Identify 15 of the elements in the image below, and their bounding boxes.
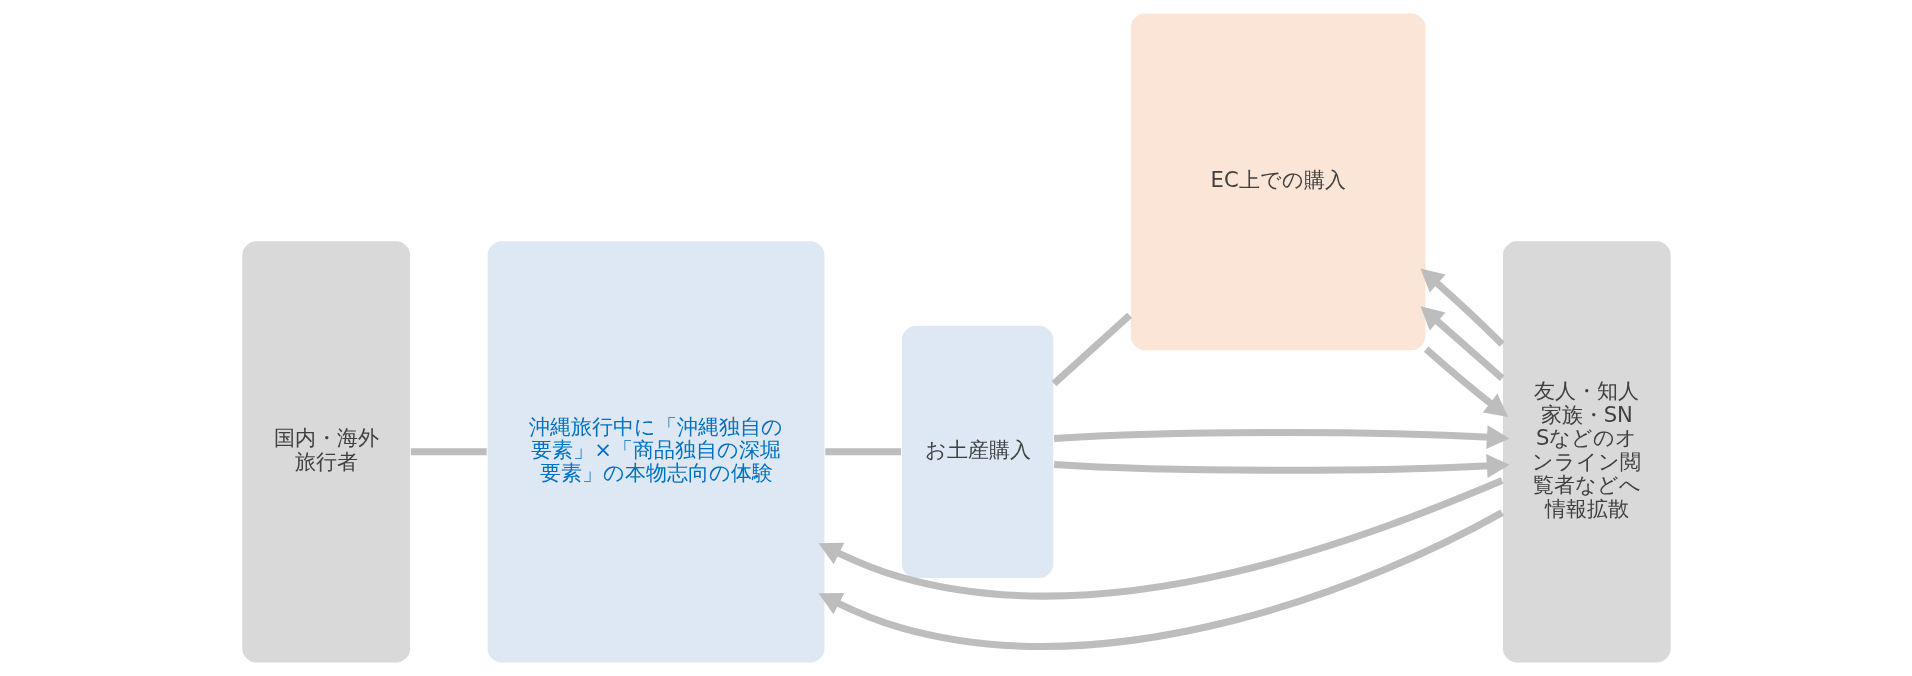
connector — [410, 448, 487, 456]
arrow — [1053, 453, 1510, 478]
arrow — [818, 509, 1504, 650]
arrow — [1423, 346, 1508, 418]
arrow — [818, 477, 1503, 600]
node-box: 友人・知人家族・SNSなどのオンライン閲覧者などへ情報拡散 — [1501, 240, 1672, 664]
arrow — [1420, 306, 1504, 381]
node-box: お土産購入 — [900, 324, 1054, 580]
node-box: 沖縄旅行中に「沖縄独自の要素」×「商品独自の深堀要素」の本物志向の体験 — [485, 240, 826, 664]
node-box: 国内・海外旅行者 — [240, 240, 411, 664]
connector — [824, 448, 901, 456]
node-box: EC上での購入 — [1129, 12, 1427, 352]
arrow — [1420, 268, 1505, 347]
arrow — [1053, 425, 1510, 450]
connector — [1051, 312, 1132, 387]
